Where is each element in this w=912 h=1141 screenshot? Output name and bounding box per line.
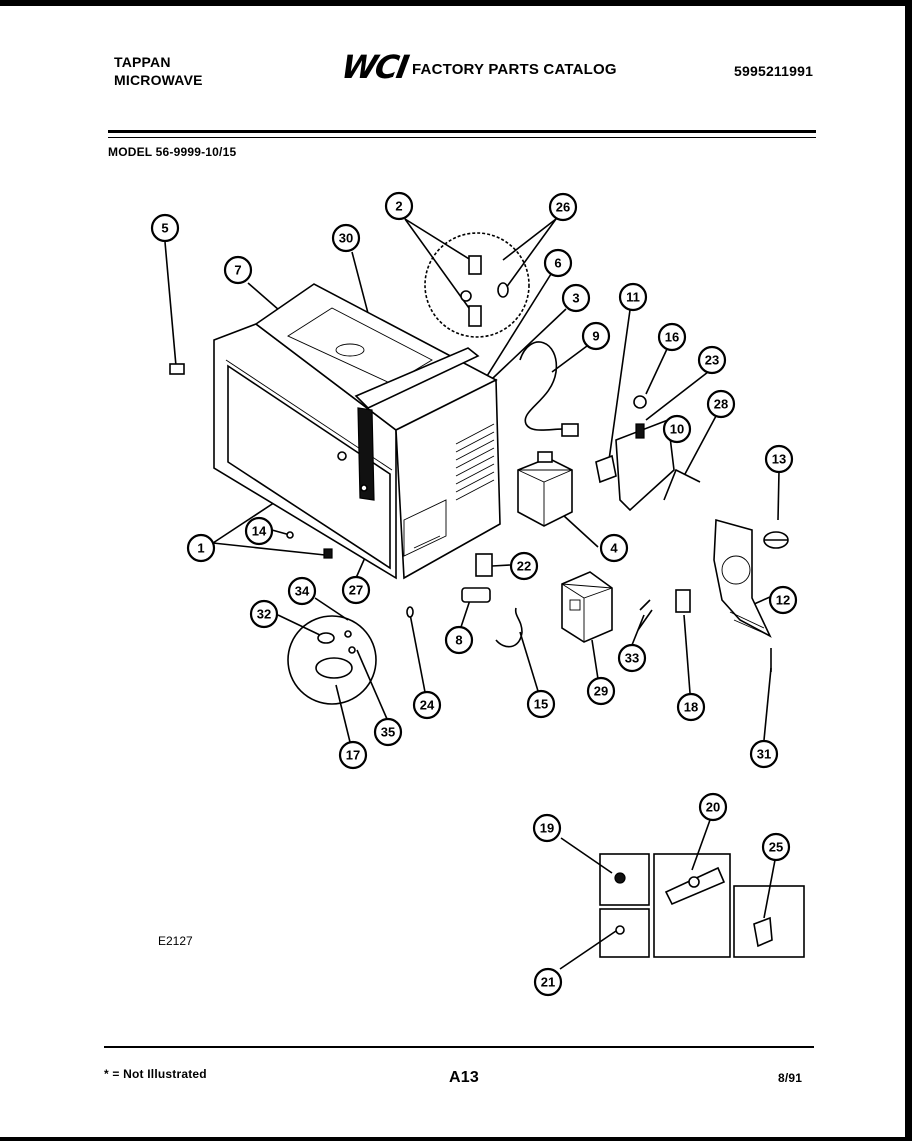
svg-text:7: 7: [234, 263, 241, 278]
callout-28: 28: [706, 389, 736, 419]
svg-text:25: 25: [769, 840, 783, 855]
svg-text:3: 3: [572, 291, 579, 306]
svg-text:12: 12: [776, 593, 790, 608]
fan-assembly: [713, 518, 789, 672]
callout-20: 20: [698, 792, 728, 822]
callout-19: 19: [532, 813, 562, 843]
svg-text:17: 17: [346, 748, 360, 763]
callout-8: 8: [444, 625, 474, 655]
svg-text:10: 10: [670, 422, 684, 437]
svg-text:1: 1: [197, 541, 204, 556]
svg-text:2: 2: [395, 199, 402, 214]
header-rule-thick: [108, 130, 816, 133]
callout-6: 6: [543, 248, 573, 278]
detail-circle-latch: [424, 232, 530, 338]
callout-17: 17: [338, 740, 368, 770]
magnetron: [517, 451, 573, 527]
svg-text:28: 28: [714, 397, 728, 412]
switch-parts: [461, 553, 691, 648]
vent-slots: [455, 423, 495, 501]
svg-text:5: 5: [161, 221, 168, 236]
svg-text:33: 33: [625, 651, 639, 666]
diagram-code: E2127: [158, 934, 193, 948]
callout-7: 7: [223, 255, 253, 285]
footer-rule: [104, 1046, 814, 1048]
callout-23: 23: [697, 345, 727, 375]
callout-24: 24: [412, 690, 442, 720]
svg-text:22: 22: [517, 559, 531, 574]
svg-text:11: 11: [626, 290, 640, 305]
revision-date: 8/91: [778, 1071, 803, 1085]
callout-29: 29: [586, 676, 616, 706]
callout-31: 31: [749, 739, 779, 769]
svg-text:31: 31: [757, 747, 771, 762]
callout-21: 21: [533, 967, 563, 997]
stirrer-detail: [287, 615, 377, 705]
callout-4: 4: [599, 533, 629, 563]
svg-text:14: 14: [252, 524, 267, 539]
svg-text:26: 26: [556, 200, 570, 215]
power-cord: [519, 341, 579, 437]
callout-11: 11: [618, 282, 648, 312]
callout-5: 5: [150, 213, 180, 243]
callout-3: 3: [561, 283, 591, 313]
catalog-title: FACTORY PARTS CATALOG: [412, 61, 617, 78]
svg-text:18: 18: [684, 700, 698, 715]
svg-text:6: 6: [554, 256, 561, 271]
svg-text:32: 32: [257, 607, 271, 622]
accessory-boxes: [599, 853, 805, 958]
callout-14: 14: [244, 516, 274, 546]
frame-bottom-border: [0, 1137, 912, 1141]
bracket-parts: [595, 395, 701, 512]
callout-13: 13: [764, 444, 794, 474]
transformer: [561, 571, 613, 643]
callout-34: 34: [287, 576, 317, 606]
callout-26: 26: [548, 192, 578, 222]
callout-15: 15: [526, 689, 556, 719]
small-parts: [169, 363, 414, 618]
page-number: A13: [449, 1069, 479, 1086]
oven-cavity-assembly: [213, 283, 501, 580]
callout-2: 2: [384, 191, 414, 221]
callout-33: 33: [617, 643, 647, 673]
svg-text:35: 35: [381, 725, 395, 740]
svg-text:34: 34: [295, 584, 310, 599]
callout-22: 22: [509, 551, 539, 581]
svg-text:4: 4: [610, 541, 618, 556]
callout-1: 1: [186, 533, 216, 563]
svg-text:8: 8: [455, 633, 462, 648]
brand-name: TAPPAN: [114, 54, 171, 70]
model-number: MODEL 56-9999-10/15: [108, 145, 237, 159]
callout-9: 9: [581, 321, 611, 351]
footnote: * = Not Illustrated: [104, 1067, 207, 1081]
frame-top-border: [0, 0, 912, 6]
svg-text:20: 20: [706, 800, 720, 815]
callout-16: 16: [657, 322, 687, 352]
svg-text:29: 29: [594, 684, 608, 699]
svg-text:16: 16: [665, 330, 679, 345]
product-type: MICROWAVE: [114, 72, 203, 88]
callout-25: 25: [761, 832, 791, 862]
svg-text:15: 15: [534, 697, 548, 712]
callout-10: 10: [662, 414, 692, 444]
svg-text:21: 21: [541, 975, 555, 990]
brand-block: TAPPAN MICROWAVE: [114, 53, 203, 89]
svg-text:24: 24: [420, 698, 435, 713]
callout-32: 32: [249, 599, 279, 629]
svg-text:13: 13: [772, 452, 786, 467]
svg-text:30: 30: [339, 231, 353, 246]
svg-text:23: 23: [705, 353, 719, 368]
catalog-number: 5995211991: [734, 63, 814, 79]
svg-text:27: 27: [349, 583, 363, 598]
callout-35: 35: [373, 717, 403, 747]
svg-text:9: 9: [592, 329, 599, 344]
callout-30: 30: [331, 223, 361, 253]
callout-27: 27: [341, 575, 371, 605]
frame-right-border: [905, 0, 912, 1141]
header-rule-thin: [108, 137, 816, 138]
svg-text:19: 19: [540, 821, 554, 836]
callout-18: 18: [676, 692, 706, 722]
callout-12: 12: [768, 585, 798, 615]
